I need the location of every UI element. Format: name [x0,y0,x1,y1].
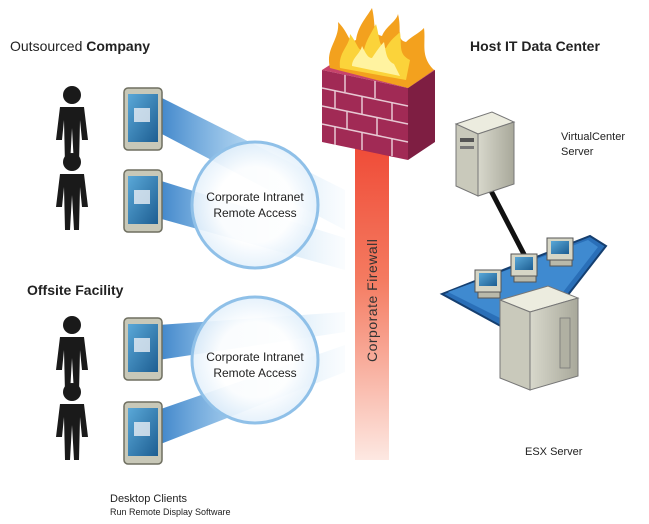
person-icon [56,316,88,393]
hub-label-lower: Corporate Intranet Remote Access [190,349,320,381]
outsourced-bold: Company [86,38,151,54]
esx-server-icon [498,285,580,391]
outsourced-company-title: Outsourced Company [10,38,150,54]
hub-label-line1: Corporate Intranet [206,350,304,364]
hub-label-line2: Remote Access [213,206,297,220]
hub-label-upper: Corporate Intranet Remote Access [190,189,320,221]
offsite-bold: Offsite Facility [27,282,124,298]
person-icon [56,153,88,230]
desktop-client-icon [123,169,163,233]
hub-circle-upper [190,140,320,270]
esx-server-label: ESX Server [525,446,583,458]
virtualcenter-server-icon [454,111,516,197]
hub-circle-lower [190,295,320,425]
server-connection-line [485,183,531,264]
hub-label-line2: Remote Access [213,366,297,380]
desktop-clients-subtitle: Run Remote Display Software [110,507,231,517]
hub-label-line1: Corporate Intranet [206,190,304,204]
virtualcenter-line1: VirtualCenter [561,131,625,143]
person-icon [56,86,88,165]
person-icon [56,383,88,460]
firewall-column [355,96,389,460]
virtualcenter-label: VirtualCenter Server [561,130,625,160]
desktop-client-icon [123,317,163,381]
host-data-center-title: Host IT Data Center [470,38,600,54]
desktop-client-icon [123,401,163,465]
virtual-machine-icon [474,269,502,299]
firewall-label: Corporate Firewall [364,238,380,362]
virtual-machine-icon [546,237,574,267]
desktop-clients-label: Desktop Clients Run Remote Display Softw… [110,492,231,517]
offsite-facility-title: Offsite Facility [27,282,123,298]
host-bold: Host IT Data Center [470,38,600,54]
outsourced-prefix: Outsourced [10,38,87,54]
virtual-machine-icon [510,253,538,283]
desktop-clients-title: Desktop Clients [110,493,188,505]
virtualcenter-line2: Server [561,146,594,158]
desktop-client-icon [123,87,163,151]
fire-icon [328,8,434,88]
